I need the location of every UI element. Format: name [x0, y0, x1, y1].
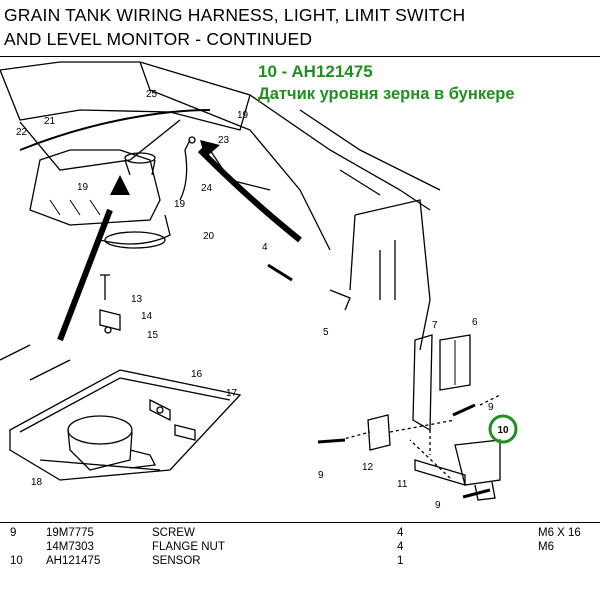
callout-15: 15 — [147, 330, 159, 341]
document-header: GRAIN TANK WIRING HARNESS, LIGHT, LIMIT … — [0, 0, 600, 57]
row-part-number: 14M7303 — [46, 541, 94, 553]
callout-22: 22 — [16, 127, 28, 138]
row-description: SENSOR — [152, 555, 201, 567]
callout-13: 13 — [131, 294, 143, 305]
callout-12: 12 — [362, 462, 374, 473]
row-quantity: 4 — [397, 527, 404, 539]
row-remarks: M6 — [538, 541, 554, 553]
callout-5: 5 — [323, 327, 329, 338]
callout-18: 18 — [31, 477, 43, 488]
callout-6: 6 — [472, 317, 478, 328]
parts-table: 9 19M7775 SCREW 4 M6 X 16 14M7303 FLANGE… — [0, 522, 600, 601]
row-part-number: AH121475 — [46, 555, 101, 567]
callout-19a: 19 — [77, 182, 89, 193]
callout-24: 24 — [201, 183, 213, 194]
callout-7: 7 — [432, 320, 438, 331]
highlighted-part-title: 10 - AH121475 Датчик уровня зерна в бунк… — [258, 61, 515, 105]
callout-21: 21 — [44, 116, 56, 127]
exploded-parts-diagram: 4 5 6 7 9 9 9 11 12 13 14 15 16 17 18 19… — [0, 61, 518, 511]
callout-11: 11 — [397, 479, 408, 490]
callout-9b: 9 — [318, 470, 324, 481]
row-item: 10 — [10, 555, 23, 567]
row-quantity: 4 — [397, 541, 404, 553]
callout-20: 20 — [203, 231, 215, 242]
callout-9c: 9 — [435, 500, 441, 511]
highlighted-part-number: 10 - AH121475 — [258, 62, 373, 81]
callout-19c: 19 — [237, 110, 249, 121]
callout-25: 25 — [146, 89, 158, 100]
header-title-line-1: GRAIN TANK WIRING HARNESS, LIGHT, LIMIT … — [4, 5, 466, 25]
row-description: SCREW — [152, 527, 195, 539]
highlighted-part-description: Датчик уровня зерна в бункере — [258, 85, 515, 103]
callout-16: 16 — [191, 369, 203, 380]
callout-10: 10 — [497, 425, 509, 436]
callout-4: 4 — [262, 242, 268, 253]
row-part-number: 19M7775 — [46, 527, 94, 539]
table-row: 14M7303 FLANGE NUT 4 M6 — [0, 540, 600, 554]
header-title-line-2: AND LEVEL MONITOR - CONTINUED — [4, 29, 313, 49]
callout-19b: 19 — [174, 199, 186, 210]
row-remarks: M6 X 16 — [538, 527, 581, 539]
row-item: 9 — [10, 527, 17, 539]
callout-23: 23 — [218, 135, 230, 146]
row-quantity: 1 — [397, 555, 404, 567]
table-row: 9 19M7775 SCREW 4 M6 X 16 — [0, 526, 600, 540]
callout-9a: 9 — [488, 402, 494, 413]
highlight-circle — [488, 414, 518, 444]
row-description: FLANGE NUT — [152, 541, 225, 553]
callout-17: 17 — [226, 388, 238, 399]
callout-14: 14 — [141, 311, 153, 322]
table-row: 10 AH121475 SENSOR 1 — [0, 554, 600, 568]
